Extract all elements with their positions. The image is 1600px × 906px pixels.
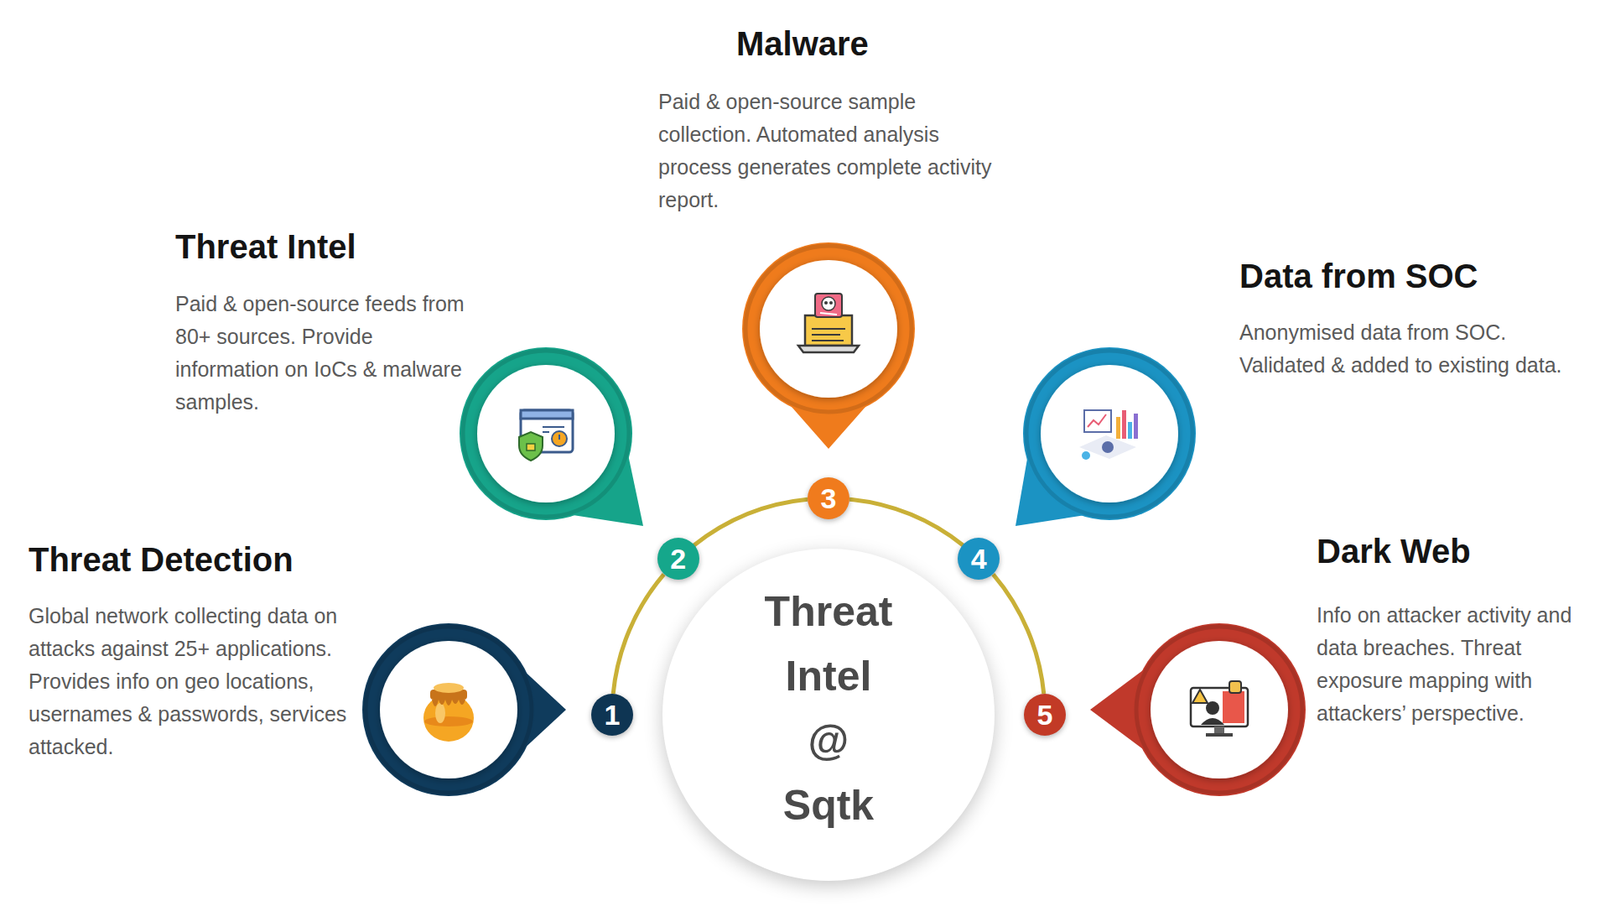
bubble-ring [1132, 623, 1306, 796]
step-heading: Malware [736, 23, 869, 64]
icon-part [433, 682, 464, 693]
icon-part [520, 410, 573, 419]
icon-bubble: Threat DetectionGlobal network collectin… [362, 623, 536, 796]
hub-circle: Threat Intel @ Sqtk [662, 548, 995, 881]
icon-part [811, 327, 846, 330]
icon-part [1214, 726, 1225, 733]
icon-part [431, 699, 466, 707]
icon-bubble: MalwarePaid & open-source sample collect… [742, 242, 915, 416]
icon-part [1229, 680, 1242, 693]
bubble-shape [459, 347, 633, 520]
icon-bubble: Data from SOCAnonymised data from SOC. V… [1023, 347, 1196, 520]
icon-part [1084, 410, 1112, 432]
bubble-ring [362, 623, 536, 796]
icon-part [820, 312, 837, 315]
step-description: Paid & open-source sample collection. Au… [658, 85, 1004, 217]
dark-web-icon [1190, 680, 1248, 737]
icon-part [526, 443, 536, 451]
step-heading: Threat Detection [28, 539, 294, 580]
bubble-shape [1023, 347, 1196, 520]
bubble-inner [379, 640, 518, 779]
step-heading: Data from SOC [1239, 255, 1479, 297]
step-description: Global network collecting data on attack… [28, 599, 358, 764]
icon-part [1205, 701, 1220, 715]
bubble-inner [759, 259, 898, 398]
icon-part [423, 694, 474, 742]
threat-intel-icon [519, 410, 573, 461]
icon-part [805, 315, 852, 346]
step-description: Paid & open-source feeds from 80+ source… [175, 287, 469, 419]
step-number-circle: 2 [657, 537, 700, 580]
icon-part [551, 431, 567, 447]
icon-bubble: Dark WebInfo on attacker activity and da… [1132, 623, 1306, 796]
icon-part [815, 293, 842, 317]
bubble-ring-shade [365, 626, 532, 793]
icon-part [1122, 410, 1127, 439]
icon-part [542, 431, 550, 433]
bubble-shape [362, 623, 536, 796]
step-number-circle: 3 [807, 477, 850, 520]
bubble-inner [477, 364, 615, 503]
callout-number: 4 [971, 542, 988, 576]
icon-part [821, 296, 836, 311]
icon-part [435, 702, 446, 723]
step-heading: Dark Web [1316, 530, 1471, 572]
icon-part [1133, 413, 1138, 439]
icon-part [1101, 441, 1114, 453]
arc-connector [849, 498, 963, 546]
icon-part [1116, 416, 1121, 439]
step-number-circle: 1 [591, 693, 634, 736]
bubble-inner [1150, 640, 1289, 779]
icon-part [430, 689, 468, 700]
icon-part [829, 301, 833, 305]
icon-part [1190, 687, 1248, 727]
soc-data-icon [1079, 410, 1138, 460]
icon-part [811, 333, 841, 336]
bubble-ring-shade [1026, 350, 1193, 517]
icon-part [1087, 414, 1107, 427]
icon-part [798, 345, 859, 353]
step-description: Info on attacker activity and data breac… [1316, 598, 1587, 730]
icon-part [811, 339, 844, 342]
bubble-shape [1132, 623, 1306, 796]
bubble-shape [742, 242, 915, 416]
honeypot-icon [423, 682, 474, 742]
bubble-ring-shade [462, 350, 629, 517]
callout-number: 5 [1037, 698, 1054, 732]
malware-icon [798, 293, 859, 353]
icon-part [1222, 690, 1245, 723]
callout-number: 1 [604, 698, 621, 732]
icon-part [1200, 717, 1225, 725]
icon-part [1205, 732, 1233, 737]
icon-part [520, 410, 573, 452]
icon-part [1079, 435, 1137, 459]
icon-part [1127, 421, 1133, 439]
icon-bubble: Threat IntelPaid & open-source feeds fro… [459, 347, 633, 520]
bubble-ring-shade [1136, 626, 1303, 793]
icon-part [824, 301, 828, 305]
step-number-circle: 4 [957, 537, 1000, 580]
step-number-circle: 5 [1023, 693, 1066, 736]
bubble-ring [1023, 347, 1196, 520]
icon-part [519, 431, 543, 461]
arc-connector [992, 574, 1044, 694]
arc-connector [612, 574, 664, 694]
arc-connector [694, 498, 808, 546]
bubble-ring [742, 242, 915, 416]
callout-number: 2 [670, 542, 686, 576]
step-heading: Threat Intel [175, 226, 357, 267]
icon-part [1081, 451, 1091, 460]
bubble-inner [1040, 364, 1179, 503]
step-description: Anonymised data from SOC. Validated & ad… [1239, 316, 1574, 382]
icon-part [558, 434, 561, 440]
hub-title: Threat Intel @ Sqtk [764, 579, 894, 838]
callout-number: 3 [820, 482, 837, 515]
bubble-ring [459, 347, 633, 520]
icon-part [542, 425, 565, 428]
icon-part [1192, 689, 1208, 703]
icon-part [424, 716, 473, 727]
bubble-ring-shade [745, 245, 912, 412]
